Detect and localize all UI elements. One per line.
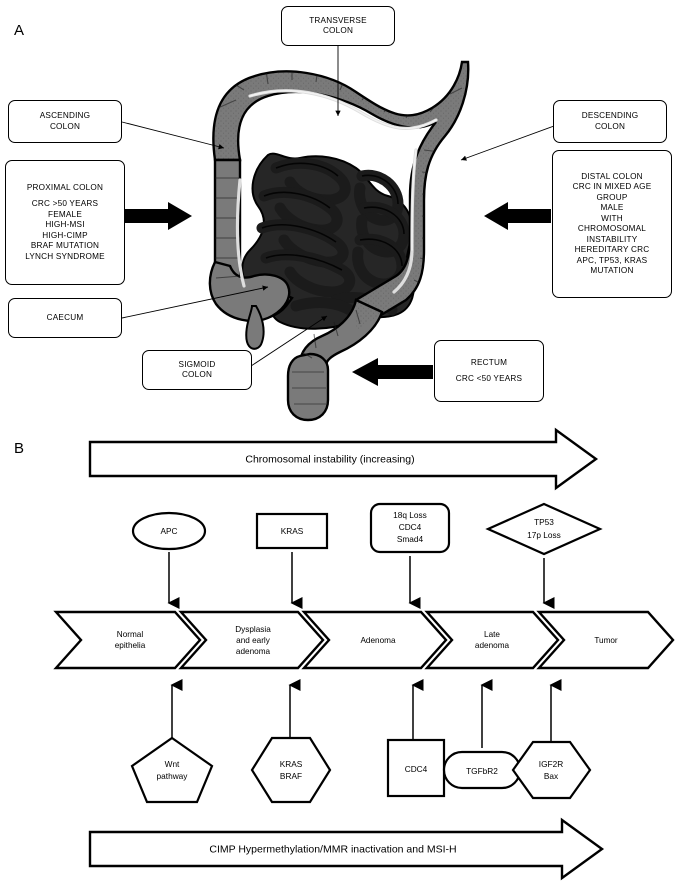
callout-line: CAECUM	[46, 312, 84, 322]
marker-kras-label: KRAS	[281, 526, 304, 536]
banner-chromosomal-instability: Chromosomal instability (increasing)	[88, 427, 599, 491]
marker-tp53-17p-loss[interactable]: TP53 17p Loss	[485, 502, 603, 556]
panel-a-label: A	[14, 22, 25, 39]
panel-b-label: B	[14, 440, 25, 457]
stage-label-line: Late	[484, 630, 500, 639]
callout-line: LYNCH SYNDROME	[25, 251, 105, 261]
callout-line: APC, TP53, KRAS	[576, 255, 648, 265]
banner-bottom-label: CIMP Hypermethylation/MMR inactivation a…	[209, 844, 456, 856]
stage-label-line: Tumor	[594, 636, 618, 645]
marker-kras[interactable]: KRAS	[255, 512, 329, 550]
marker-17p-line: 17p Loss	[527, 530, 561, 540]
marker-braf-line: BRAF	[280, 771, 302, 781]
callout-line: HIGH-CIMP	[42, 230, 88, 240]
top-marker-arrows	[167, 552, 555, 609]
marker-tp53-line: TP53	[534, 517, 554, 527]
marker-smad4-line: Smad4	[397, 534, 424, 544]
callout-line: BRAF MUTATION	[30, 241, 100, 251]
callout-line: FEMALE	[48, 209, 82, 219]
callout-line: GROUP	[596, 192, 628, 202]
callout-line: HEREDITARY CRC	[574, 245, 650, 254]
callout-heading: PROXIMAL COLON	[26, 182, 104, 192]
marker-cdc4[interactable]: CDC4	[386, 738, 446, 798]
callout-line: CRC >50 YEARS	[31, 199, 99, 209]
callout-line: SIGMOID	[178, 359, 216, 369]
leader-descending-colon	[460, 125, 555, 161]
stage-adenoma[interactable]: Adenoma	[301, 610, 448, 670]
marker-bax-line: Bax	[544, 771, 559, 781]
marker-apc-label: APC	[160, 526, 177, 536]
callout-line: ASCENDING	[39, 111, 91, 120]
callout-line: MUTATION	[590, 266, 634, 275]
leader-ascending-colon	[121, 121, 225, 150]
marker-tgfbr2-label: TGFbR2	[466, 766, 498, 776]
callout-proximal-colon[interactable]: PROXIMAL COLON CRC >50 YEARS FEMALE HIGH…	[5, 160, 125, 285]
callout-line: CHROMOSOMAL	[577, 224, 647, 233]
callout-heading: RECTUM	[470, 357, 508, 367]
marker-wnt-line: Wnt	[165, 759, 180, 769]
callout-line: INSTABILITY	[586, 234, 638, 244]
callout-line: DESCENDING	[581, 111, 639, 120]
callout-transverse-colon[interactable]: TRANSVERSE COLON	[281, 6, 395, 46]
callout-ascending-colon[interactable]: ASCENDING COLON	[8, 100, 122, 143]
arrow-distal-colon	[484, 202, 551, 230]
marker-pathway-line: pathway	[157, 771, 189, 781]
callout-caecum[interactable]: CAECUM	[8, 298, 122, 338]
callout-line: TRANSVERSE	[309, 15, 367, 25]
leader-caecum	[121, 285, 269, 319]
bottom-marker-arrows	[170, 679, 562, 748]
callout-distal-colon[interactable]: DISTAL COLON CRC IN MIXED AGE GROUP MALE…	[552, 150, 672, 298]
banner-top-label: Chromosomal instability (increasing)	[245, 454, 414, 466]
marker-18q-cdc4-smad4[interactable]: 18q Loss CDC4 Smad4	[369, 502, 451, 554]
stage-label-line: Adenoma	[360, 636, 395, 645]
stage-label-line: adenoma	[236, 647, 271, 656]
leader-sigmoid-colon	[247, 315, 328, 369]
marker-kras-line: KRAS	[280, 759, 303, 769]
callout-descending-colon[interactable]: DESCENDING COLON	[553, 100, 667, 143]
callout-line: COLON	[322, 26, 354, 35]
stage-label-line: Dysplasia	[235, 625, 271, 634]
marker-cdc4-label: CDC4	[405, 764, 428, 774]
stage-dysplasia-early-adenoma[interactable]: Dysplasia and early adenoma	[178, 610, 325, 670]
callout-line: COLON	[181, 370, 213, 379]
marker-apc[interactable]: APC	[131, 511, 207, 551]
banner-cimp-hypermethylation: CIMP Hypermethylation/MMR inactivation a…	[88, 817, 605, 881]
arrow-proximal-colon	[124, 202, 192, 230]
callout-line: HIGH-MSI	[45, 220, 85, 230]
stage-late-adenoma[interactable]: Late adenoma	[424, 610, 560, 670]
callout-line: COLON	[49, 121, 81, 131]
arrow-rectum	[352, 358, 433, 386]
callout-sigmoid-colon[interactable]: SIGMOID COLON	[142, 350, 252, 390]
marker-igf2r-bax[interactable]: IGF2R Bax	[511, 740, 592, 800]
marker-kras-braf[interactable]: KRAS BRAF	[250, 736, 332, 804]
marker-cdc4-line: CDC4	[399, 522, 422, 532]
callout-rectum[interactable]: RECTUM CRC <50 YEARS	[434, 340, 544, 402]
stage-label-line: and early	[236, 636, 271, 645]
stage-tumor[interactable]: Tumor	[536, 610, 675, 670]
callout-heading: DISTAL COLON	[581, 171, 643, 181]
stage-label-line: adenoma	[475, 641, 510, 650]
stage-label-line: Normal	[117, 630, 144, 639]
callout-line: CRC IN MIXED AGE	[572, 182, 652, 191]
callout-line: MALE	[600, 203, 624, 212]
marker-wnt-pathway[interactable]: Wnt pathway	[130, 736, 214, 804]
callout-line: COLON	[594, 121, 626, 131]
stage-normal-epithelia[interactable]: Normal epithelia	[53, 610, 202, 670]
callout-line: CRC <50 YEARS	[455, 374, 523, 383]
marker-18q-line: 18q Loss	[393, 510, 427, 520]
stage-label-line: epithelia	[115, 641, 146, 650]
marker-igf2r-line: IGF2R	[539, 759, 563, 769]
callout-line: WITH	[601, 213, 623, 223]
